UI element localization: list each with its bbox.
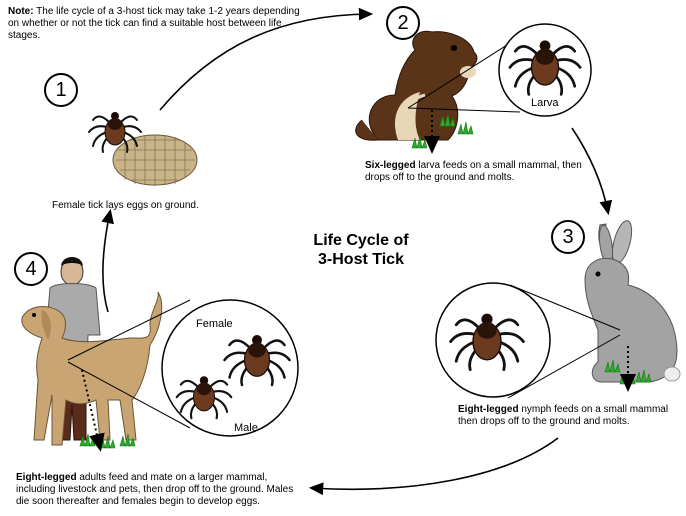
larva-label: Larva (531, 97, 559, 109)
note-label: Note: (8, 6, 34, 17)
title-line-2: 3-Host Tick (296, 250, 426, 269)
stage-4-caption-bold: Eight-legged (16, 472, 77, 483)
stage-2-caption: Six-legged larva feeds on a small mammal… (365, 160, 595, 184)
rabbit-illustration (585, 219, 680, 388)
stage-2-number: 2 (386, 6, 420, 40)
stage-3-caption-bold: Eight-legged (458, 404, 519, 415)
chipmunk-illustration (356, 31, 477, 150)
stage-1-illustration (89, 112, 197, 186)
stage-1-number: 1 (44, 73, 78, 107)
stage-1-caption-text: Female tick lays eggs on ground. (52, 200, 199, 211)
stage-2-caption-bold: Six-legged (365, 160, 416, 171)
stage-4-number: 4 (14, 252, 48, 286)
title-line-1: Life Cycle of (296, 231, 426, 250)
life-cycle-note: Note: The life cycle of a 3-host tick ma… (8, 6, 308, 42)
diagram-title: Life Cycle of 3-Host Tick (296, 231, 426, 269)
stage-1-caption: Female tick lays eggs on ground. (52, 200, 252, 212)
stage-4-caption: Eight-legged adults feed and mate on a l… (16, 472, 306, 508)
note-text: The life cycle of a 3-host tick may take… (8, 6, 300, 41)
stage-3-number: 3 (551, 220, 585, 254)
female-label: Female (196, 318, 233, 330)
male-label: Male (234, 422, 258, 434)
stage-3-caption: Eight-legged nymph feeds on a small mamm… (458, 404, 686, 428)
